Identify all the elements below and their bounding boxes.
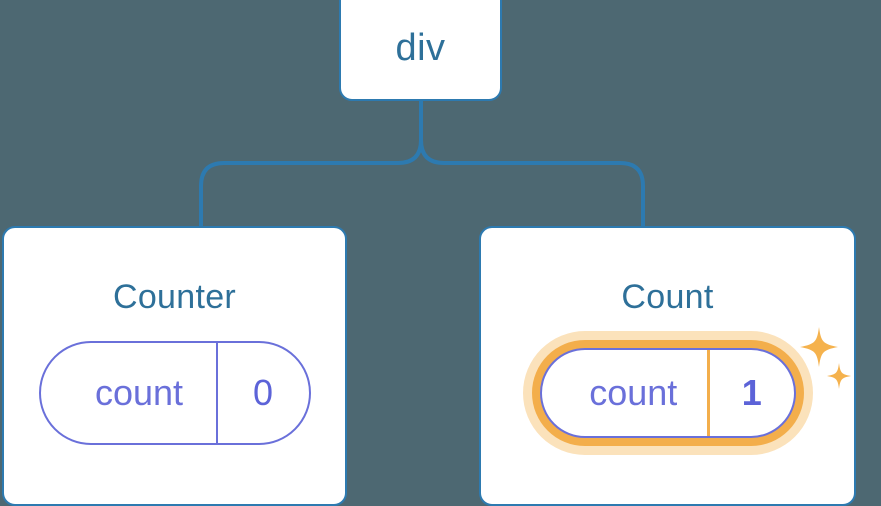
root-node-label: div bbox=[395, 27, 446, 69]
state-key-label: count bbox=[589, 372, 678, 413]
tree-connectors bbox=[199, 101, 645, 226]
state-pill-wrapper: count 0 bbox=[38, 341, 311, 445]
component-tree-diagram: div Counter count 0 Count count 1 bbox=[2, 0, 856, 506]
connector-to-count bbox=[419, 101, 645, 226]
state-pill-divider bbox=[706, 350, 710, 436]
state-value-label: 0 bbox=[252, 372, 274, 413]
component-title: Count bbox=[621, 278, 714, 316]
connector-to-counter bbox=[199, 101, 423, 226]
state-pill-count-updated[interactable]: count 1 bbox=[539, 348, 796, 438]
state-pill-divider bbox=[215, 343, 218, 443]
state-value-label: 1 bbox=[741, 372, 762, 413]
state-pill-wrapper-highlighted: count 1 bbox=[522, 331, 813, 455]
component-title: Counter bbox=[112, 278, 237, 316]
component-card-count[interactable]: Count count 1 bbox=[479, 226, 856, 506]
component-card-counter[interactable]: Counter count 0 bbox=[2, 226, 347, 506]
root-node-div[interactable]: div bbox=[339, 0, 502, 101]
state-pill-count[interactable]: count 0 bbox=[38, 341, 311, 445]
state-key-label: count bbox=[94, 372, 184, 413]
